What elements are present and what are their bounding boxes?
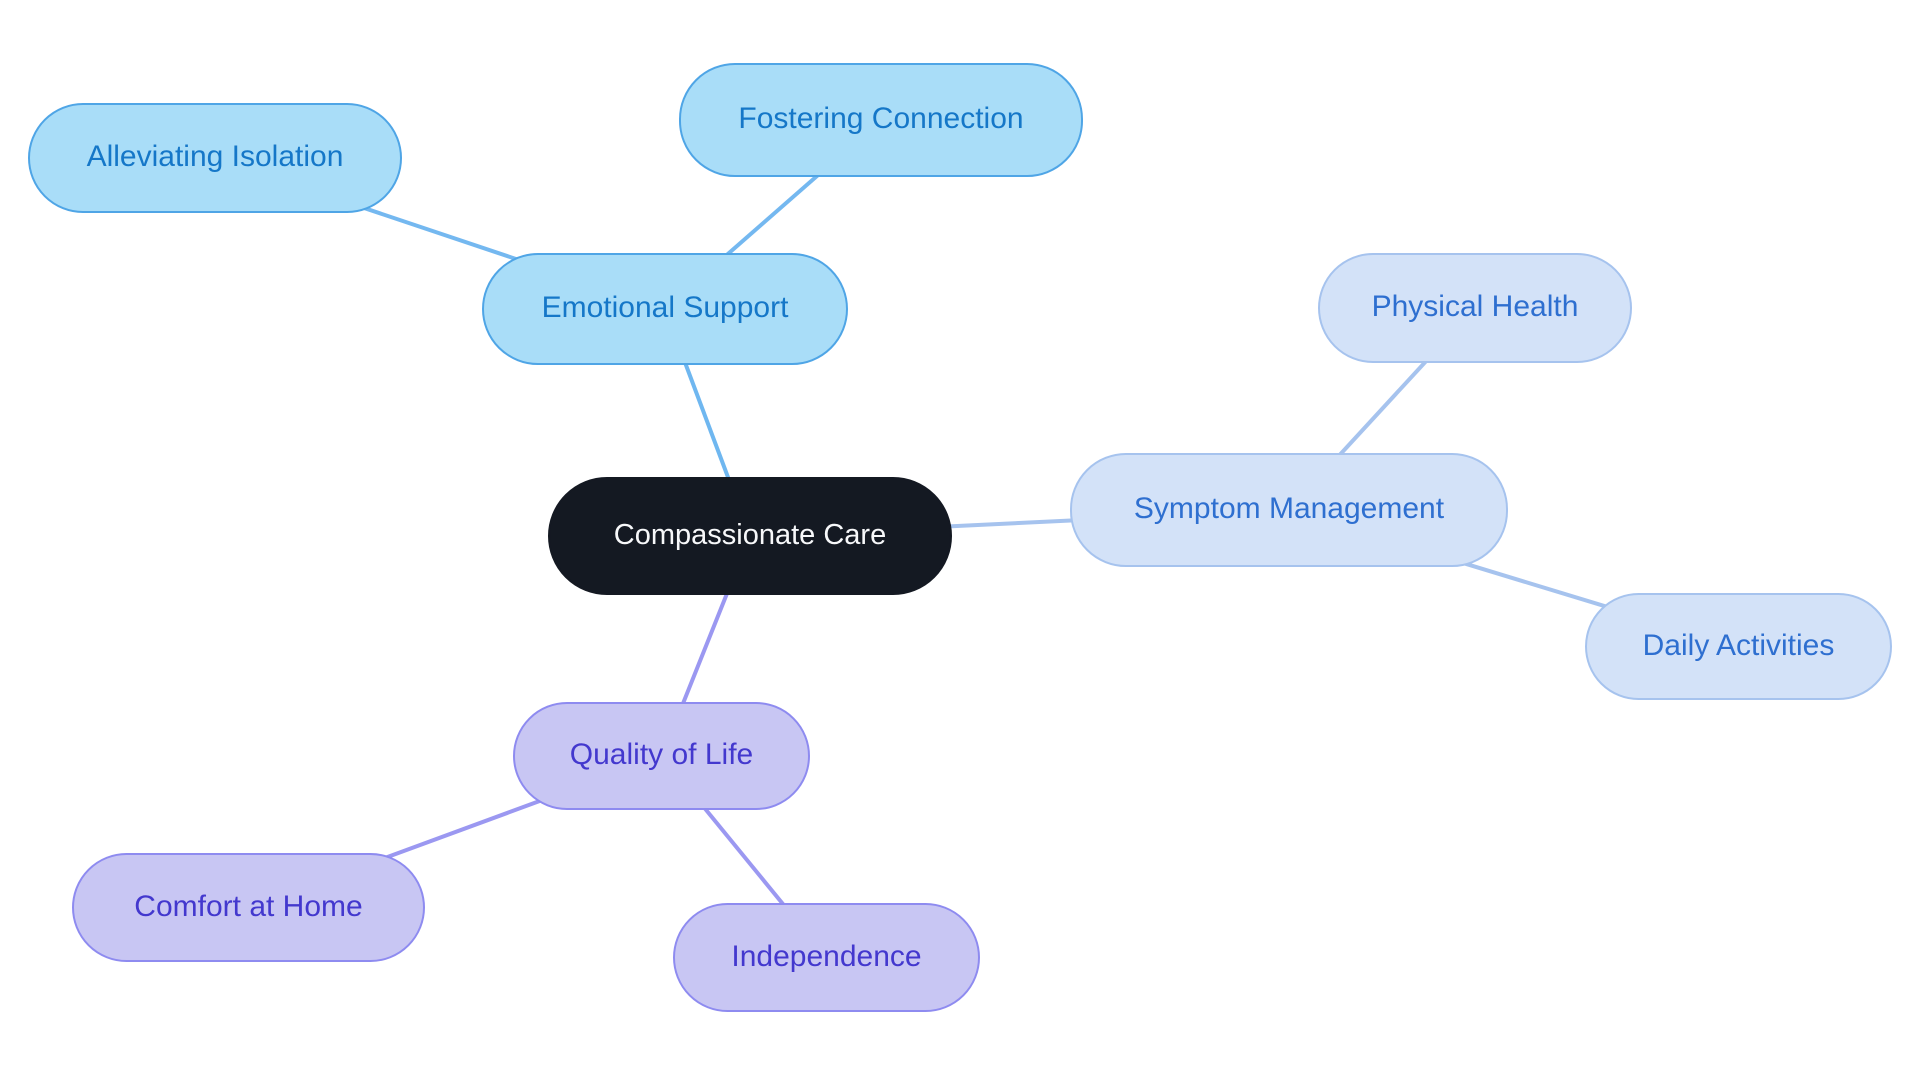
node-independence[interactable]: Independence (673, 903, 980, 1012)
node-label-quality-of-life: Quality of Life (569, 738, 754, 771)
node-emotional-support[interactable]: Emotional Support (482, 253, 848, 365)
node-label-compassionate-care: Compassionate Care (613, 518, 887, 551)
node-compassionate-care[interactable]: Compassionate Care (548, 477, 952, 595)
node-symptom-management[interactable]: Symptom Management (1070, 453, 1508, 567)
node-label-fostering-connection: Fostering Connection (738, 102, 1024, 135)
node-alleviating-isolation[interactable]: Alleviating Isolation (28, 103, 402, 213)
node-quality-of-life[interactable]: Quality of Life (513, 702, 810, 810)
node-label-daily-activities: Daily Activities (1642, 628, 1835, 662)
node-comfort-at-home[interactable]: Comfort at Home (72, 853, 425, 962)
node-label-symptom-management: Symptom Management (1133, 492, 1445, 525)
node-label-comfort-at-home: Comfort at Home (134, 889, 363, 923)
node-label-physical-health: Physical Health (1371, 290, 1579, 323)
node-label-independence: Independence (731, 939, 922, 973)
node-fostering-connection[interactable]: Fostering Connection (679, 63, 1083, 177)
node-label-alleviating-isolation: Alleviating Isolation (86, 140, 344, 173)
node-daily-activities[interactable]: Daily Activities (1585, 593, 1892, 700)
node-label-emotional-support: Emotional Support (541, 291, 789, 324)
node-physical-health[interactable]: Physical Health (1318, 253, 1632, 363)
